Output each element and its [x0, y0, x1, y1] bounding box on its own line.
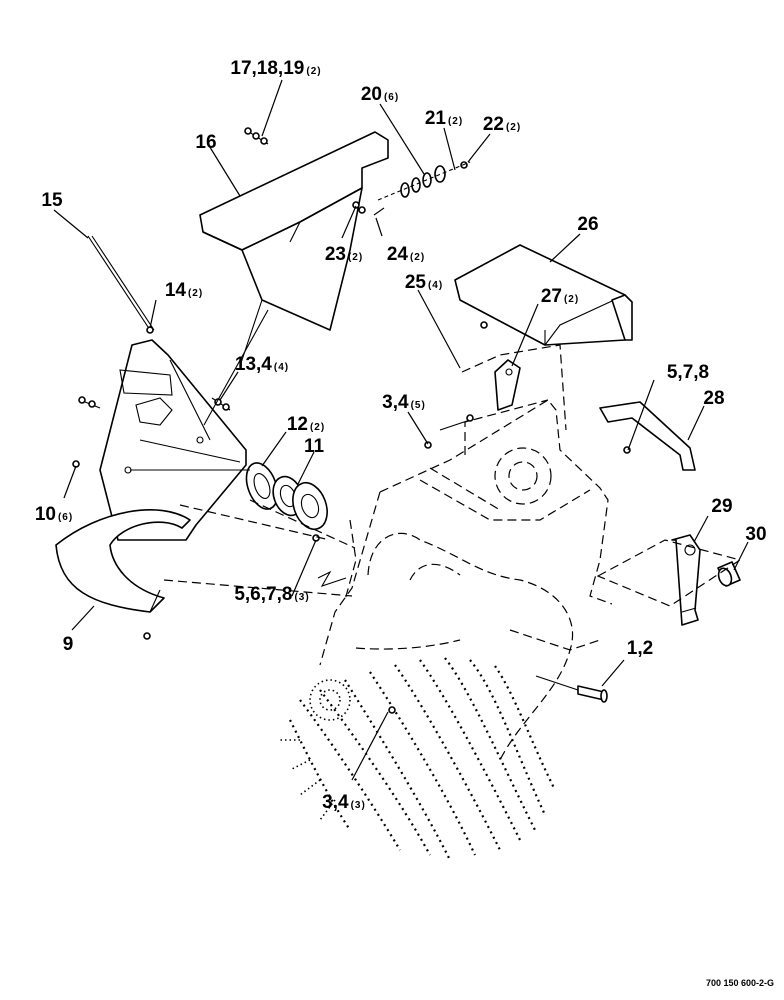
part-29-arm: [671, 534, 701, 626]
callout-3-4-a: 3,4(5): [382, 392, 426, 413]
callout-30: 30: [745, 524, 766, 545]
callout-5-7-8: 5,7,8: [667, 362, 709, 383]
callout-22: 22(2): [483, 114, 521, 135]
callout-1-2: 1,2: [627, 638, 653, 659]
callout-16: 16: [195, 132, 216, 153]
part-29-outline: [596, 539, 742, 607]
callout-25: 25(4): [405, 272, 443, 293]
rotor-tines: [280, 657, 556, 861]
callout-26: 26: [577, 214, 598, 235]
callout-5-6-7-8: 5,6,7,8(3): [234, 584, 309, 605]
callout-21: 21(2): [425, 108, 463, 129]
leader-lines: [53, 79, 749, 781]
callout-29: 29: [711, 496, 732, 517]
figure-id: 700 150 600-2-G: [706, 978, 774, 988]
part-16-shield: [199, 131, 389, 331]
callout-15: 15: [41, 190, 63, 211]
part-9-curved-guard: [55, 509, 191, 613]
callout-17-18-19: 17,18,19(2): [230, 58, 321, 79]
callout-3-4-b: 3,4(3): [322, 792, 366, 813]
callout-11: 11: [304, 436, 325, 457]
callout-24: 24(2): [387, 244, 425, 265]
part-11-bearing: [272, 475, 328, 531]
callout-12: 12(2): [287, 414, 325, 435]
callout-23: 23(2): [325, 244, 363, 265]
part-28-bracket: [599, 401, 696, 471]
part-26-cover: [454, 244, 633, 346]
part-9-side-panel: [99, 339, 247, 541]
housing-outline: [319, 344, 613, 761]
callout-20: 20(6): [361, 84, 399, 105]
part-27-bracket: [494, 359, 521, 411]
callout-13-4: 13,4(4): [235, 354, 289, 375]
assembly-centerlines: [130, 299, 356, 597]
callout-28: 28: [703, 388, 724, 409]
part-15-rod: [87, 235, 155, 331]
callout-27: 27(2): [541, 286, 579, 307]
hardware: [72, 127, 631, 714]
callout-10: 10(6): [35, 504, 73, 525]
callout-labels: 17,18,19(2) 20(6) 21(2) 22(2) 16 15 23(2…: [35, 58, 767, 813]
part-12-flange: [245, 462, 279, 510]
callout-9: 9: [63, 634, 74, 655]
callout-14: 14(2): [165, 280, 203, 301]
